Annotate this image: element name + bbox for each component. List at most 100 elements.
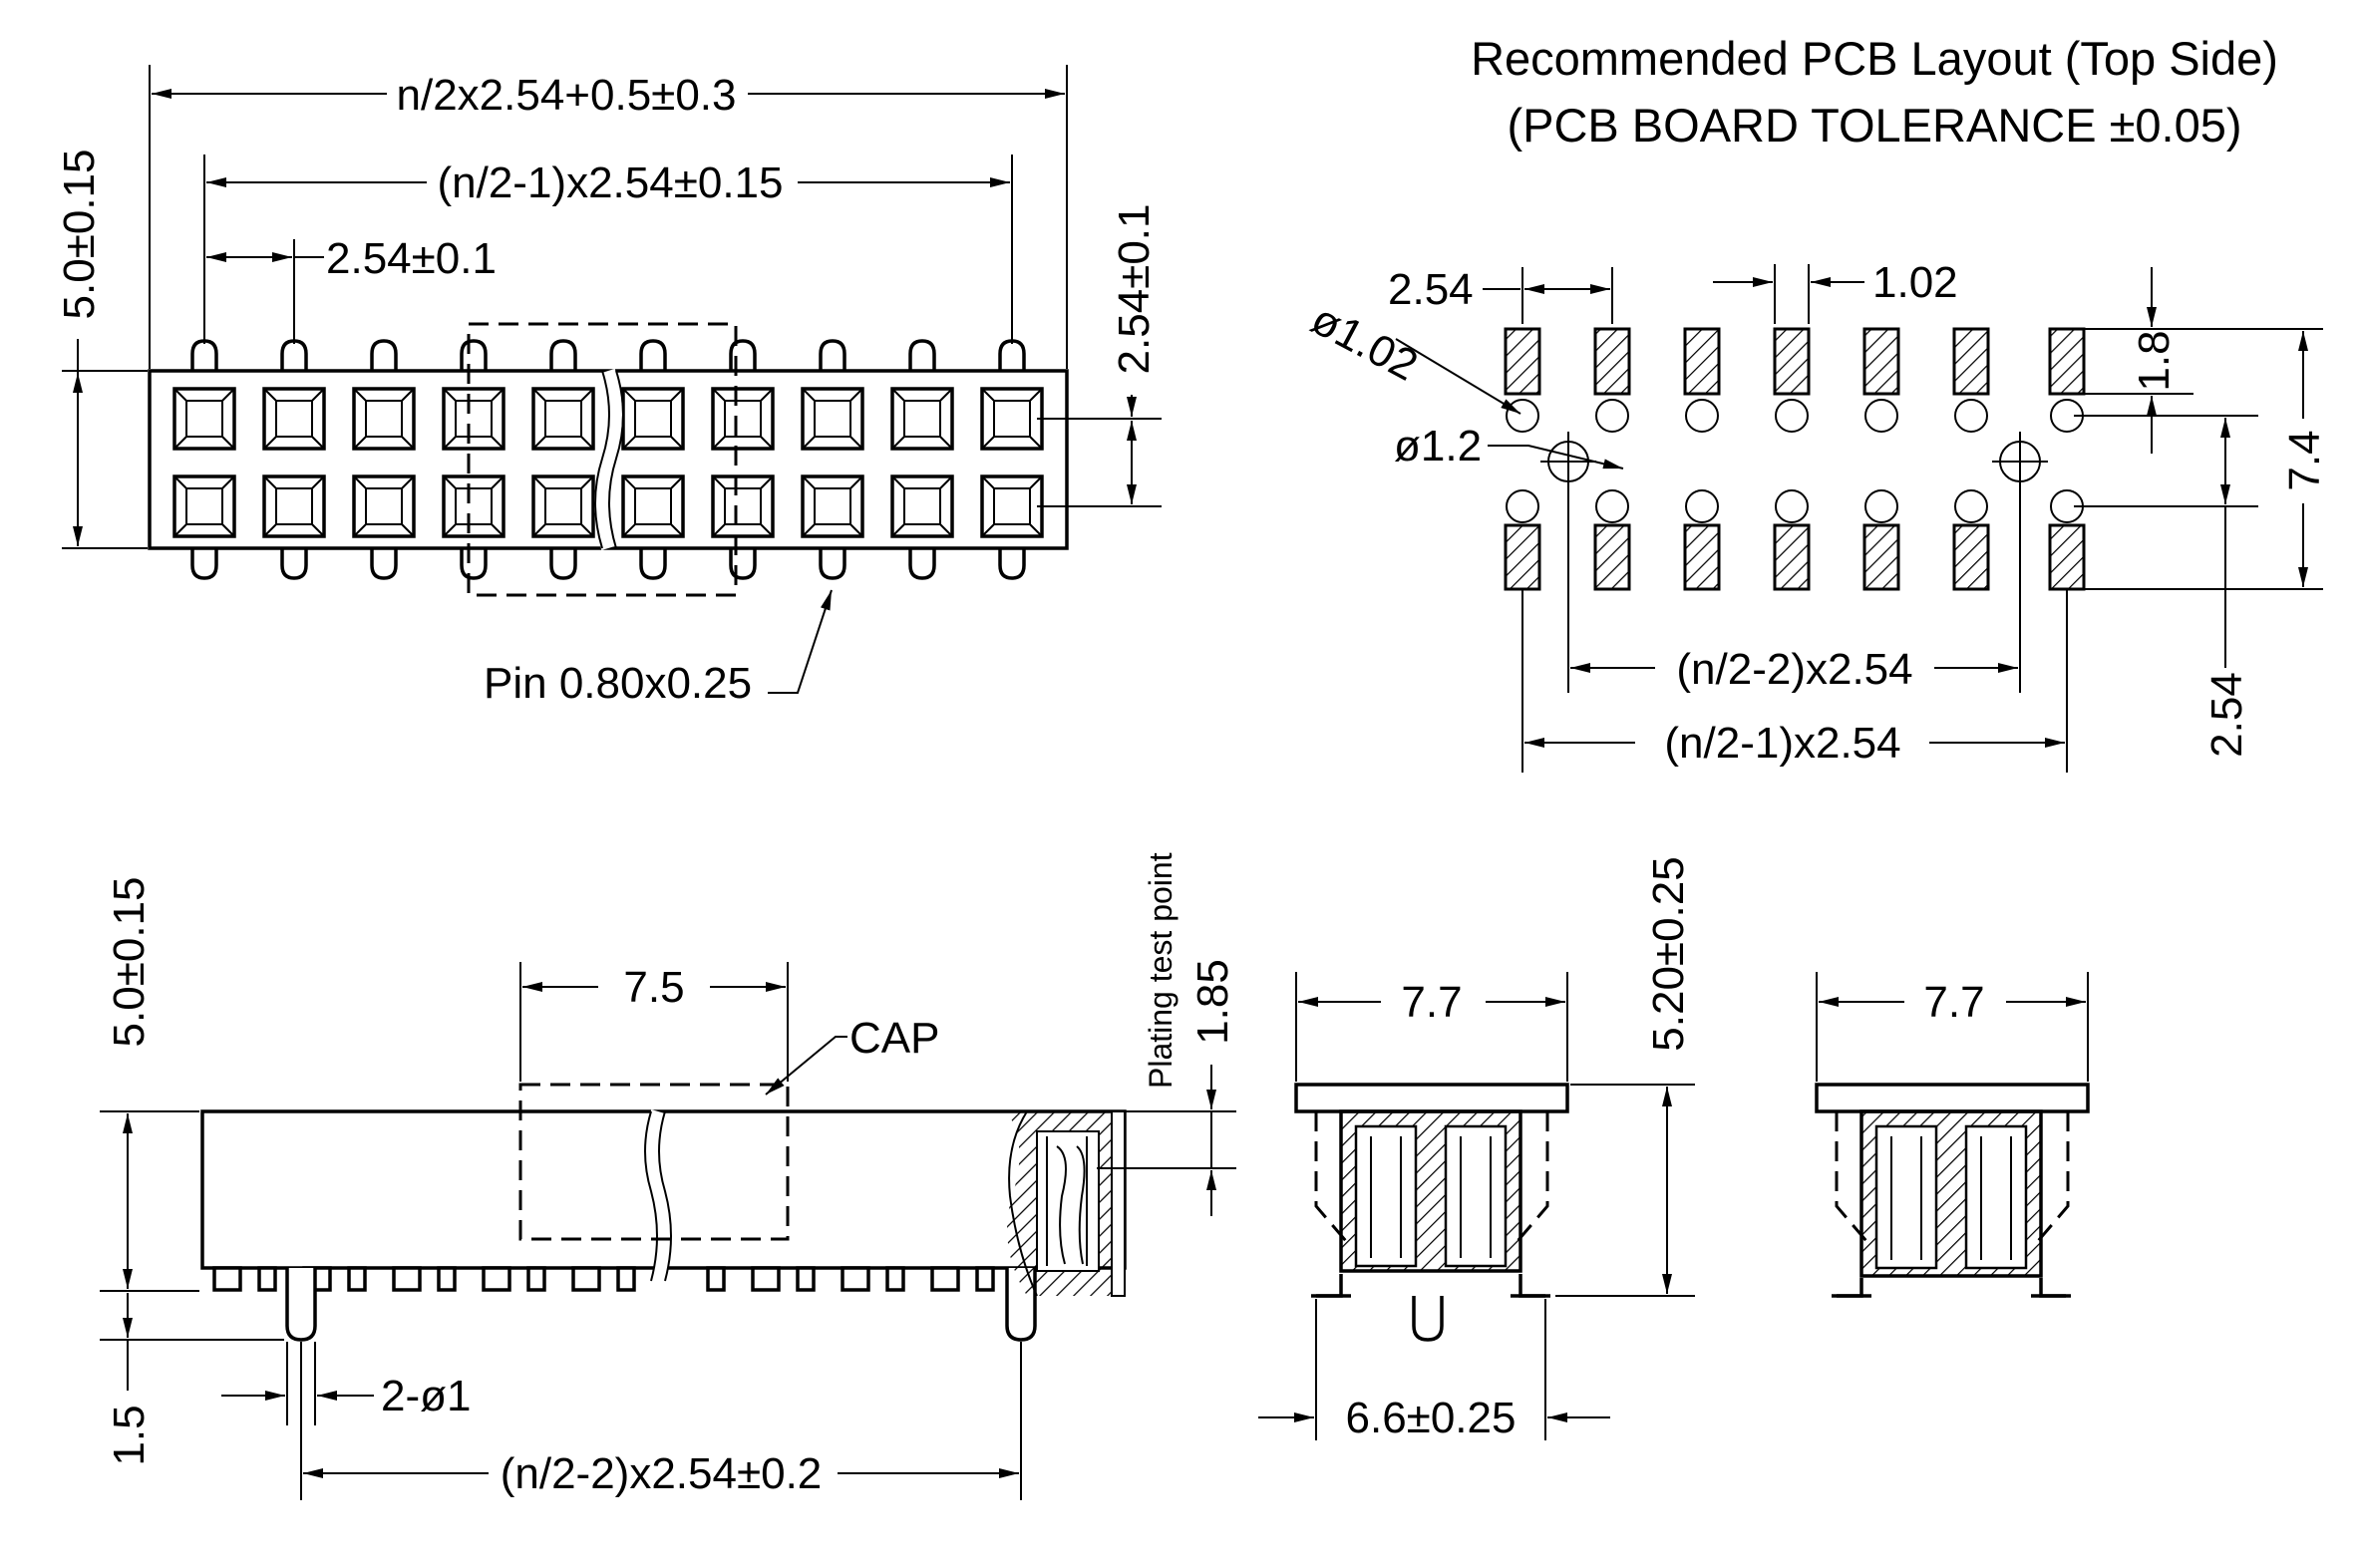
contact-cavity [621, 474, 685, 538]
contact-tab [392, 1266, 422, 1292]
contact-tab [257, 1266, 277, 1292]
contact-tab [930, 1266, 960, 1292]
contact-tab [706, 1266, 726, 1292]
peg-dia-side-dim: 2-ø1 [381, 1372, 471, 1420]
pcb-pad [1773, 327, 1811, 396]
plating-label: Plating test point [1143, 852, 1179, 1089]
pcb-pad [1952, 327, 1990, 396]
end1-foot-dim: 6.6±0.25 [1346, 1394, 1517, 1442]
top-view: n/2x2.54+0.5±0.3 (n/2-1)x2.54±0.15 2.54±… [55, 65, 1162, 708]
pin-lower [998, 548, 1026, 580]
title-line1: Recommended PCB Layout (Top Side) [1471, 32, 2278, 85]
width-dim: 5.0±0.15 [55, 150, 104, 320]
pcb-hole [1595, 489, 1629, 523]
pcb-pad [1504, 327, 1541, 396]
pcb-hole [1595, 399, 1629, 433]
pcb-hole [1775, 489, 1809, 523]
pcb-hole [1775, 399, 1809, 433]
peg-end1 [1412, 1296, 1444, 1342]
pin-span-dim: (n/2-1)x2.54±0.15 [437, 158, 783, 207]
peg-dia-dim: ø1.2 [1394, 422, 1482, 470]
pcb-pad [2048, 523, 2086, 591]
contact-tab [526, 1266, 546, 1292]
row-pitch-dim: 2.54±0.1 [1110, 204, 1159, 375]
peg-span-side-dim: (n/2-2)x2.54±0.2 [501, 1449, 823, 1498]
contact-cavity [442, 474, 506, 538]
contact-tab [347, 1266, 367, 1292]
pad-width-dim: 1.02 [1872, 258, 1958, 307]
contact-cavity [531, 474, 595, 538]
section-cut-right [1007, 1110, 1126, 1297]
pcb-hole [1685, 489, 1719, 523]
pcb-hole [1506, 489, 1539, 523]
contact-cavity [711, 474, 775, 538]
contact-tab [482, 1266, 511, 1292]
pcb-pad [1862, 327, 1900, 396]
pin-upper [460, 339, 488, 371]
pin-lower [549, 548, 577, 580]
pcb-hole [1685, 399, 1719, 433]
pin-upper [908, 339, 936, 371]
pin-lower [819, 548, 846, 580]
break-mask [594, 368, 622, 551]
pad-span-dim: (n/2-1)x2.54 [1664, 719, 1900, 768]
peg-left-side [285, 1268, 317, 1342]
pcb-pad [1593, 523, 1631, 591]
contact-cavity [172, 474, 236, 538]
bottom-contact-tabs [212, 1266, 995, 1292]
pin-upper [549, 339, 577, 371]
top-pins-upper [190, 339, 1026, 371]
pcb-pad [2048, 327, 2086, 396]
contact-tab [841, 1266, 870, 1292]
pcb-hole [1954, 399, 1988, 433]
contact-cavity [352, 474, 416, 538]
end2-width-dim: 7.7 [1923, 978, 1984, 1027]
pcb-layout-view: 2.54 1.02 ø1.02 ø1.2 1.8 7.4 2.54 [1303, 258, 2329, 773]
pin-lower [639, 548, 667, 580]
pcb-layout-title: Recommended PCB Layout (Top Side) (PCB B… [1471, 32, 2278, 152]
pcb-pitch-dim: 2.54 [1388, 265, 1474, 314]
pin-lower [460, 548, 488, 580]
contact-cavity [262, 474, 326, 538]
peg-offset-dim: 2.54 [2202, 672, 2251, 758]
contact-cavity [531, 387, 595, 451]
contact-cavity [890, 387, 954, 451]
pin-lower [190, 548, 218, 580]
pin-upper [819, 339, 846, 371]
cap-outline-top [467, 322, 738, 597]
pin-lower [280, 548, 308, 580]
pcb-pad [1862, 523, 1900, 591]
pin-upper [998, 339, 1026, 371]
contact-tab [885, 1266, 905, 1292]
contact-tab [437, 1266, 457, 1292]
pcb-hole [1954, 489, 1988, 523]
contact-cavity [262, 387, 326, 451]
cap-label: CAP [849, 1014, 939, 1063]
pin-label: Pin 0.80x0.25 [484, 659, 752, 708]
pcb-pad [1593, 327, 1631, 396]
cap-top-end2 [1815, 1083, 2090, 1113]
title-line2: (PCB BOARD TOLERANCE ±0.05) [1507, 99, 2241, 152]
pcb-pad [1683, 327, 1721, 396]
pcb-hole [1506, 399, 1539, 433]
pin-upper [639, 339, 667, 371]
break-line-right [608, 370, 624, 549]
cap-width-dim: 7.5 [623, 963, 684, 1012]
plating-dim: 1.85 [1188, 959, 1237, 1045]
pcb-pad [1773, 523, 1811, 591]
contact-cavity [801, 387, 864, 451]
pin-upper [190, 339, 218, 371]
pcb-pad [1504, 523, 1541, 591]
contact-tab [975, 1266, 995, 1292]
end-view-2: 7.7 [1815, 972, 2090, 1298]
top-pins-lower [190, 548, 1026, 580]
pitch-dim: 2.54±0.1 [326, 234, 497, 283]
pin-lower [370, 548, 398, 580]
contact-cavity [890, 474, 954, 538]
pcb-holes [1506, 399, 2084, 523]
pcb-hole [1864, 489, 1898, 523]
pcb-pad [1952, 523, 1990, 591]
end1-width-dim: 7.7 [1401, 978, 1462, 1027]
side-height-dim: 5.0±0.15 [105, 877, 154, 1048]
